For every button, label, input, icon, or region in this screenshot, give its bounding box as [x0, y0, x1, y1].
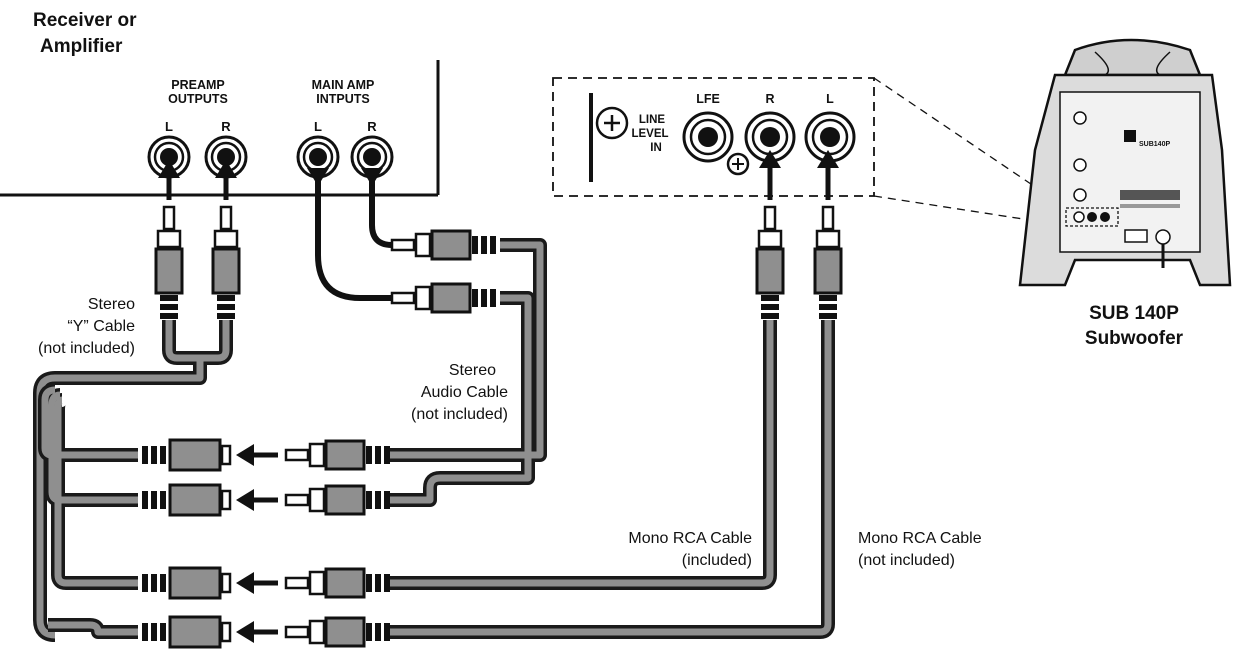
- stereo-cable-label-line1: Stereo: [449, 362, 496, 379]
- y-cable-plug-r: [211, 205, 241, 321]
- coupler-1: [140, 438, 232, 472]
- lfe-jack: [682, 111, 734, 163]
- receiver-panel: [0, 60, 440, 197]
- stereo-cable-plug-l: [390, 282, 498, 314]
- arrow-up-icon: [817, 150, 839, 200]
- y-cable-label-line2: “Y” Cable: [67, 318, 135, 335]
- receiver-title-line1: Receiver or: [33, 10, 137, 31]
- stereo-cable-plug-lower-2: [284, 484, 392, 516]
- stereo-audio-cable: [390, 238, 547, 507]
- subwoofer-model-badge: SUB140P: [1139, 141, 1170, 148]
- mono-included-label-line2: (included): [682, 552, 752, 569]
- stereo-cable-plug-r: [390, 229, 498, 261]
- mono-not-included-label-line1: Mono RCA Cable: [858, 530, 982, 547]
- arrow-up-icon: [158, 160, 180, 200]
- mono-plug-lower-2: [284, 616, 392, 648]
- arrow-down-icon: [361, 168, 383, 186]
- mainamp-r-label: R: [367, 119, 377, 134]
- arrow-left-icon: [236, 572, 278, 594]
- mono-included-label-line1: Mono RCA Cable: [628, 530, 752, 547]
- line-level-label-line1: LINE: [639, 114, 666, 126]
- mainamp-l-label: L: [314, 119, 322, 134]
- arrow-up-icon: [759, 150, 781, 200]
- mono-cable-included: [390, 320, 777, 590]
- y-cable-label-line1: Stereo: [88, 296, 135, 313]
- mono-plug-lower-1: [284, 567, 392, 599]
- sub-r-label: R: [765, 92, 774, 106]
- y-cable-plug-l: [154, 205, 184, 321]
- arrow-left-icon: [236, 621, 278, 643]
- arrow-left-icon: [236, 444, 278, 466]
- mono-plug-r: [755, 205, 785, 321]
- sub-input-panel: [552, 77, 875, 197]
- coupler-4: [140, 615, 232, 649]
- subwoofer-caption-line2: Subwoofer: [1085, 328, 1184, 349]
- line-level-label-line3: IN: [650, 142, 662, 154]
- arrow-left-icon: [236, 489, 278, 511]
- stereo-cable-label-line2: Audio Cable: [421, 384, 508, 401]
- preamp-l-label: L: [165, 119, 173, 134]
- preamp-label-line1: PREAMP: [171, 78, 224, 92]
- mainamp-label-line1: MAIN AMP: [312, 78, 375, 92]
- stereo-cable-plug-lower-1: [284, 439, 392, 471]
- sub-l-label: L: [826, 92, 834, 106]
- sub-l-jack: [804, 111, 856, 163]
- coupler-3: [140, 566, 232, 600]
- y-cable: [33, 320, 233, 642]
- receiver-title-line2: Amplifier: [40, 36, 123, 57]
- coupler-2: [140, 483, 232, 517]
- lfe-label: LFE: [696, 92, 720, 106]
- mono-plug-l: [813, 205, 843, 321]
- y-cable-label-line3: (not included): [38, 340, 135, 357]
- preamp-r-label: R: [221, 119, 231, 134]
- stereo-cable-label-line3: (not included): [411, 406, 508, 423]
- subwoofer-image: [1018, 38, 1232, 287]
- screw-icon: [726, 152, 750, 176]
- mainamp-label-line2: INTPUTS: [316, 92, 369, 106]
- mono-not-included-label-line2: (not included): [858, 552, 955, 569]
- preamp-label-line2: OUTPUTS: [168, 92, 228, 106]
- ground-screw-icon: [595, 106, 629, 140]
- line-level-label-line2: LEVEL: [631, 128, 668, 140]
- mono-cable-not-included: [390, 320, 835, 639]
- subwoofer-caption-line1: SUB 140P: [1089, 303, 1179, 324]
- arrow-down-icon: [307, 168, 329, 186]
- arrow-up-icon: [215, 160, 237, 200]
